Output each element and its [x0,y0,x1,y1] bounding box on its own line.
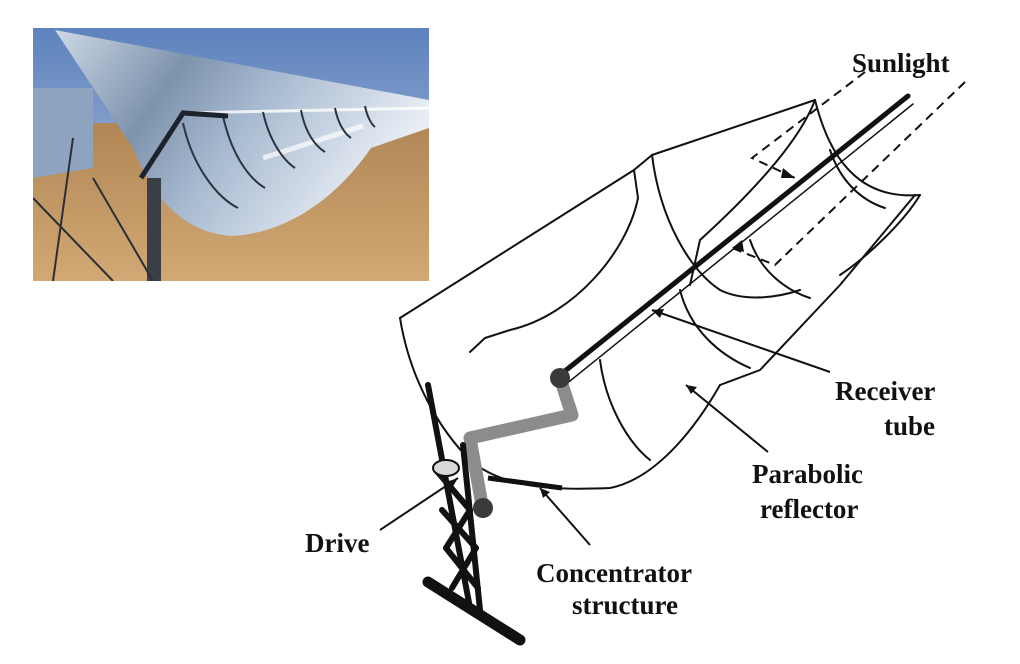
rib [679,289,751,369]
rib [749,239,811,299]
drive-arm [463,375,579,507]
back-module-outline [651,99,816,286]
trough-collector-photo [33,28,429,281]
receiver-tube-label-1: Receiver [835,376,935,406]
parabolic-reflector-label-1: Parabolic [752,459,863,489]
concentrator-member [487,475,563,491]
receiver-tube [557,93,911,378]
concentrator-structure-label-2: structure [572,590,678,620]
drive-label: Drive [305,528,369,558]
pylon-base [422,576,526,646]
rib [599,359,651,461]
arm-joint [550,368,570,388]
receiver-tube-label-2: tube [884,411,935,441]
concentrator-structure-label-1: Concentrator [536,558,692,588]
front-module-outline [399,169,639,353]
support-pylon [422,382,526,646]
sunlight-rays [731,71,966,267]
sunlight-arrowhead [732,240,744,252]
sunlight-label: Sunlight [852,48,950,78]
parabolic-reflector-label-2: reflector [760,494,858,524]
sunlight-arrowhead [781,168,795,178]
arm-joint [473,498,493,518]
drive-motor [432,459,460,477]
